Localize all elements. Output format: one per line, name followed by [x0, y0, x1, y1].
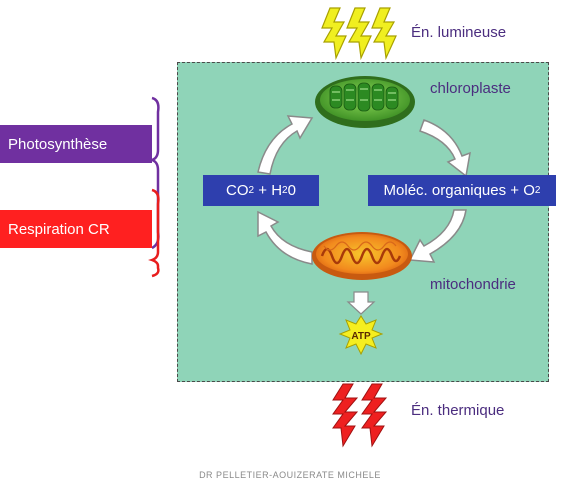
respiration-label: Respiration CR: [8, 220, 110, 238]
photosynthesis-tag: Photosynthèse: [0, 125, 152, 163]
plus-h-text: + H: [254, 182, 283, 199]
h2o-subscript: 2: [282, 185, 288, 196]
cycle-arrows: [257, 115, 471, 265]
chloroplast-icon: [315, 76, 415, 128]
mitochondria-label: mitochondrie: [430, 276, 516, 293]
mitochondria-icon: [312, 232, 412, 280]
organics-text: Moléc. organiques + O: [383, 182, 535, 199]
photosynthesis-label: Photosynthèse: [8, 135, 108, 153]
atp-label: ATP: [351, 331, 371, 342]
atp-arrow-icon: [346, 291, 376, 315]
light-lightning-icon: [321, 7, 397, 61]
respiration-tag: Respiration CR: [0, 210, 152, 248]
co2-subscript: 2: [248, 185, 255, 196]
respiration-bracket: [148, 188, 160, 278]
o2-subscript: 2: [534, 185, 541, 196]
heat-energy-label: Én. thermique: [411, 402, 505, 419]
atp-label-layer: ATP: [351, 331, 371, 342]
co2-text: CO: [226, 182, 249, 199]
light-energy-label: Én. lumineuse: [411, 24, 507, 41]
h2o-tail-text: 0: [287, 182, 296, 199]
heat-lightning-icon: [332, 383, 388, 448]
atp-burst-icon: [338, 315, 384, 356]
chloroplast-label: chloroplaste: [430, 80, 511, 97]
author-credit: DR PELLETIER-AOUIZERATE MICHELE: [199, 470, 381, 480]
